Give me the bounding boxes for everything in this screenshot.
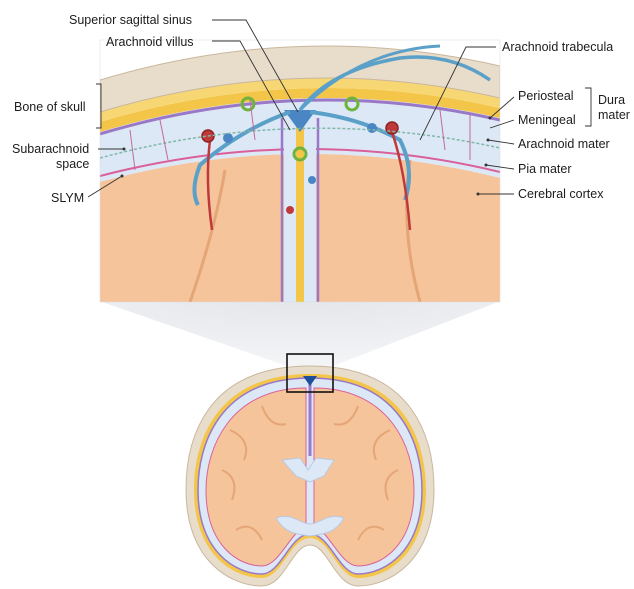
label-dura-mater: mater <box>598 108 630 122</box>
zoomed-view <box>100 40 500 302</box>
label-subarachnoid: Subarachnoid <box>12 142 89 156</box>
coronal-brain-view <box>186 366 434 586</box>
label-dura: Dura <box>598 93 625 107</box>
magnification-cone <box>102 302 498 366</box>
label-periosteal: Periosteal <box>518 89 574 103</box>
label-slym: SLYM <box>51 191 84 205</box>
label-superior-sagittal-sinus: Superior sagittal sinus <box>69 13 192 27</box>
label-arachnoid-mater: Arachnoid mater <box>518 137 610 151</box>
bracket-dura <box>585 88 591 126</box>
label-arachnoid-trabecula: Arachnoid trabecula <box>502 40 613 54</box>
label-pia-mater: Pia mater <box>518 162 572 176</box>
artery-cross-section <box>286 206 294 214</box>
falx-cerebri <box>296 118 304 302</box>
third-ventricle <box>307 488 313 498</box>
label-space: space <box>56 157 89 171</box>
label-cerebral-cortex: Cerebral cortex <box>518 187 604 201</box>
label-bone-of-skull: Bone of skull <box>14 100 86 114</box>
vein-cross-section <box>367 123 377 133</box>
artery-cross-section <box>386 122 398 134</box>
label-meningeal: Meningeal <box>518 113 576 127</box>
label-arachnoid-villus: Arachnoid villus <box>106 35 194 49</box>
vein-cross-section <box>308 176 316 184</box>
